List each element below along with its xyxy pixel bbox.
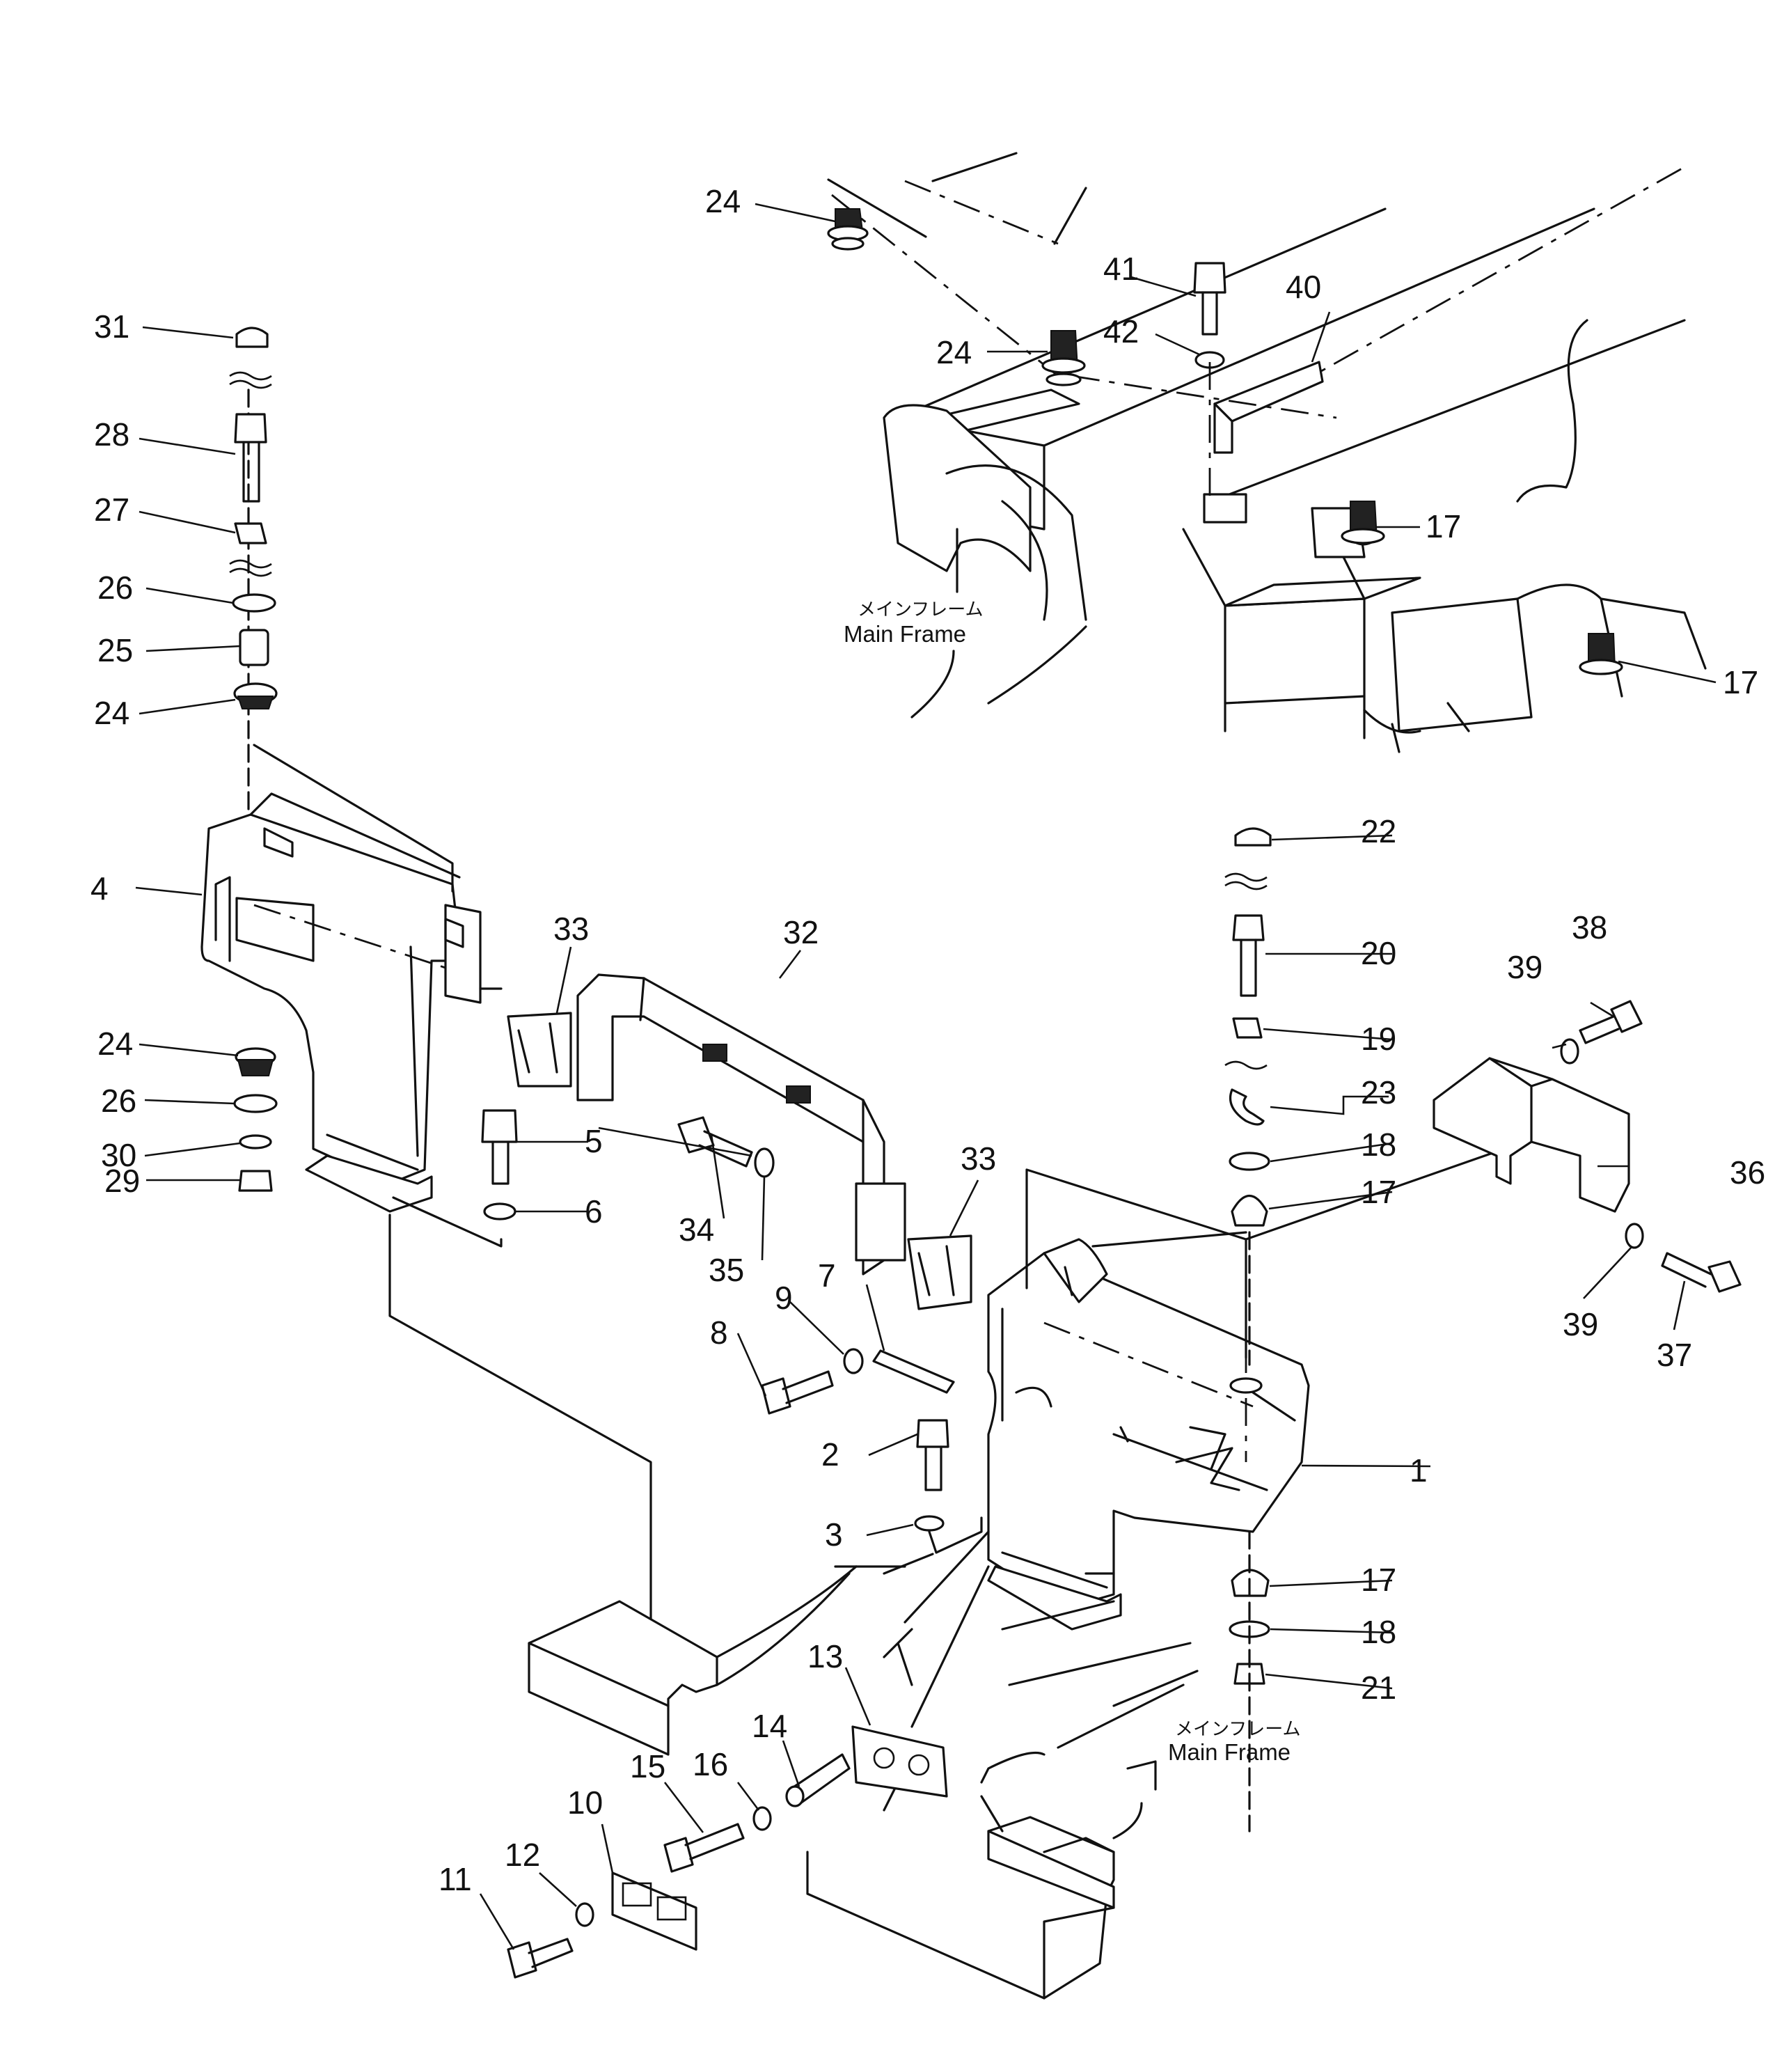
- leader-lines: [135, 203, 1717, 1950]
- callout-10: 10: [567, 1784, 603, 1821]
- callout-24-a: 24: [94, 695, 129, 731]
- callout-33-left: 33: [553, 911, 589, 947]
- callout-33-right: 33: [961, 1140, 996, 1177]
- callout-2: 2: [821, 1436, 839, 1473]
- main-frame-top: メインフレーム Main Frame: [827, 152, 1707, 753]
- callout-18-a: 18: [1361, 1127, 1396, 1163]
- callout-7: 7: [818, 1257, 836, 1294]
- bracket-36: [1433, 1000, 1742, 1293]
- bracket-4-assembly: [200, 327, 652, 1645]
- callout-27: 27: [94, 492, 129, 528]
- callout-17-b: 17: [1361, 1562, 1396, 1598]
- rubber-mount-17-top-b: [1579, 633, 1623, 675]
- callout-12: 12: [505, 1837, 540, 1873]
- callout-32: 32: [783, 914, 819, 950]
- callout-35: 35: [709, 1252, 744, 1288]
- callout-3: 3: [825, 1516, 843, 1553]
- callout-15: 15: [630, 1748, 665, 1784]
- callout-5: 5: [585, 1123, 603, 1159]
- callout-41: 41: [1103, 251, 1139, 287]
- bolt-34-washer-35: [677, 1116, 775, 1178]
- main-frame-label-jp-top: メインフレーム: [858, 599, 983, 620]
- callout-17-top-b: 17: [1723, 664, 1758, 700]
- callout-11: 11: [439, 1861, 472, 1897]
- callout-24-b: 24: [97, 1026, 133, 1062]
- rubber-mount-17-top-a: [1341, 501, 1385, 546]
- callout-6: 6: [585, 1193, 603, 1230]
- callout-21: 21: [1361, 1670, 1396, 1706]
- callout-34: 34: [679, 1211, 714, 1248]
- callout-20: 20: [1361, 935, 1396, 971]
- callout-17-a: 17: [1361, 1174, 1396, 1210]
- callout-31: 31: [94, 308, 129, 345]
- main-frame-label-en-bottom: Main Frame: [1168, 1739, 1291, 1765]
- rubber-mount-24-top-a: [827, 208, 869, 251]
- callout-26-b: 26: [101, 1083, 136, 1119]
- callout-24-top-a: 24: [705, 183, 741, 219]
- callout-28: 28: [94, 416, 129, 453]
- callout-24-top-b: 24: [936, 334, 972, 370]
- callout-9: 9: [775, 1280, 793, 1316]
- mount-stack-right: [1224, 827, 1272, 1832]
- callout-4: 4: [90, 870, 109, 907]
- callout-8: 8: [710, 1314, 728, 1351]
- callout-23: 23: [1361, 1074, 1396, 1110]
- callout-29: 29: [104, 1163, 140, 1199]
- callout-39-b: 39: [1563, 1306, 1598, 1342]
- callout-36: 36: [1730, 1154, 1765, 1191]
- callout-37: 37: [1657, 1337, 1692, 1373]
- shim-33-left: [507, 1012, 572, 1088]
- main-frame-bottom: メインフレーム Main Frame: [507, 1348, 1300, 2000]
- callout-30: 30: [101, 1137, 136, 1173]
- callout-19: 19: [1361, 1021, 1396, 1057]
- bracket-1-assembly: [987, 1140, 1526, 1631]
- callout-39-a: 39: [1507, 949, 1543, 985]
- callout-numbers: 24 41 40 42 24 17 17 31 28 27 26 25 24 4…: [90, 183, 1765, 1897]
- callout-25: 25: [97, 632, 133, 668]
- callout-38: 38: [1572, 909, 1607, 945]
- callout-42: 42: [1103, 313, 1139, 350]
- callout-13: 13: [807, 1638, 843, 1674]
- main-frame-label-en-top: Main Frame: [844, 621, 966, 647]
- callout-14: 14: [752, 1708, 787, 1744]
- shim-33-right: [907, 1234, 972, 1310]
- callout-18-b: 18: [1361, 1614, 1396, 1650]
- callout-16: 16: [693, 1746, 728, 1782]
- callout-26-a: 26: [97, 570, 133, 606]
- rubber-mount-24-top-b: [1041, 330, 1086, 386]
- callout-22: 22: [1361, 813, 1396, 849]
- callout-1: 1: [1410, 1452, 1428, 1489]
- main-frame-label-jp-bottom: メインフレーム: [1175, 1719, 1300, 1740]
- callout-17-top-a: 17: [1426, 508, 1461, 544]
- crossbar-32: [576, 973, 906, 1276]
- callout-40: 40: [1286, 269, 1321, 305]
